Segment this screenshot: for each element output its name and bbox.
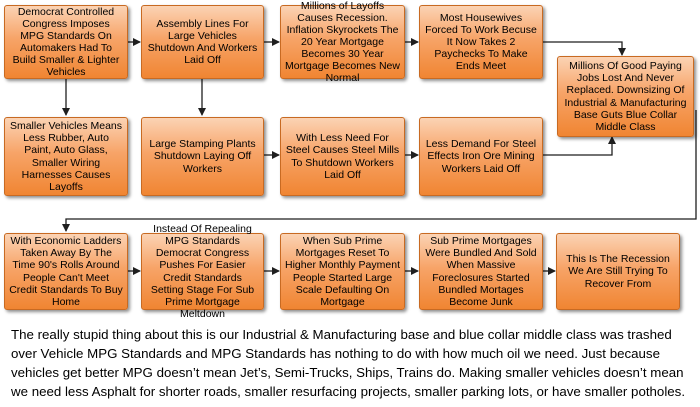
flow-box-text: Millions of Layoffs Causes Recession. In… [285,0,400,85]
flow-box-iron-ore: Less Demand For Steel Effects Iron Ore M… [419,117,543,196]
arrow-b5-b10 [62,110,697,232]
caption-text: The really stupid thing about this is ou… [11,327,686,399]
flow-box-text: Less Demand For Steel Effects Iron Ore M… [425,138,537,175]
flow-box-jobs-lost: Millions Of Good Paying Jobs Lost And Ne… [557,56,694,137]
flow-box-text: Smaller Vehicles Means Less Rubber, Auto… [9,120,123,193]
flow-box-assembly-lines: Assembly Lines For Large Vehicles Shutdo… [141,5,264,79]
flow-box-sub-prime-reset: When Sub Prime Mortgages Reset To Higher… [280,233,405,310]
flow-box-smaller-vehicles: Smaller Vehicles Means Less Rubber, Auto… [4,117,128,196]
flow-box-steel-mills: With Less Need For Steel Causes Steel Mi… [280,117,405,196]
flow-box-text: Sub Prime Mortgages Were Bundled And Sol… [425,235,537,308]
flow-box-text: With Less Need For Steel Causes Steel Mi… [285,132,400,181]
flow-box-text: Large Stamping Plants Shutdown Laying Of… [149,138,256,175]
flow-box-text: When Sub Prime Mortgages Reset To Higher… [285,235,400,308]
flow-box-bundled-mortgages: Sub Prime Mortgages Were Bundled And Sol… [419,233,543,310]
flow-box-economic-ladders: With Economic Ladders Taken Away By The … [4,233,128,310]
flow-box-text: Assembly Lines For Large Vehicles Shutdo… [147,17,258,67]
flow-box-text: Most Housewives Forced To Work Becuse It… [425,11,537,73]
flow-box-text: With Economic Ladders Taken Away By The … [9,235,123,308]
flow-box-text: Democrat Controlled Congress Imposes MPG… [12,5,120,79]
flow-box-recession: Millions of Layoffs Causes Recession. In… [280,0,405,84]
flow-box-text: Millions Of Good Paying Jobs Lost And Ne… [564,60,687,133]
arrow-b4-b5 [543,41,626,56]
flow-box-credit-standards: Instead Of Repealing MPG Standards Democ… [141,223,264,320]
flow-box-recession-today: This Is The Recession We Are Still Tryin… [556,233,680,310]
arrow-b9-b5 [543,136,616,156]
flow-box-mpg-standards: Democrat Controlled Congress Imposes MPG… [4,5,128,79]
flow-box-text: Instead Of Repealing MPG Standards Democ… [150,223,255,320]
flow-box-housewives: Most Housewives Forced To Work Becuse It… [419,5,543,79]
flow-box-stamping-plants: Large Stamping Plants Shutdown Laying Of… [141,117,264,196]
flow-box-text: This Is The Recession We Are Still Tryin… [566,253,670,290]
